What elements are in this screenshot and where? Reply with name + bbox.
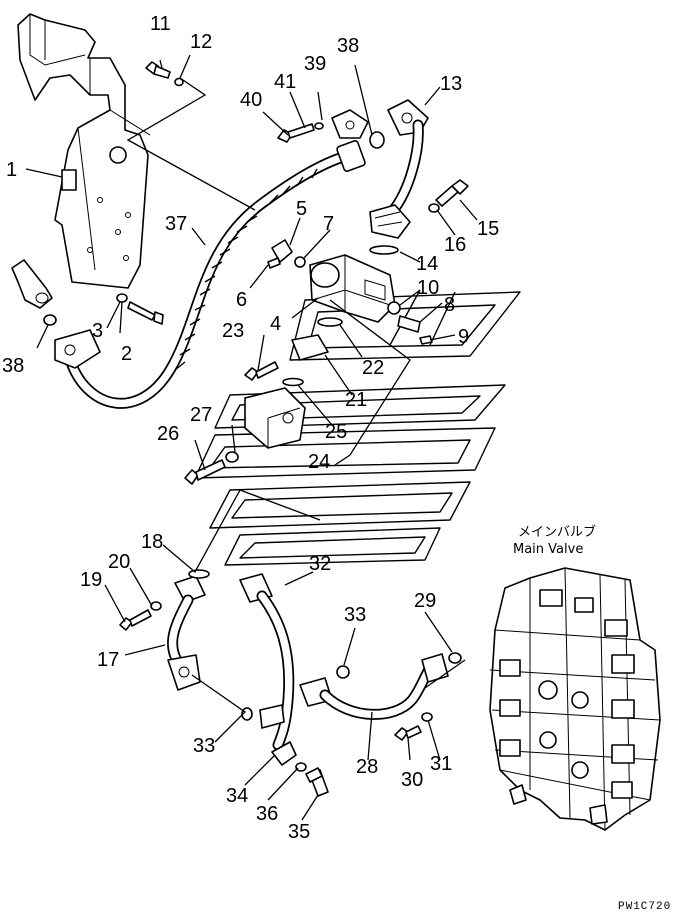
oring-part-25	[282, 377, 304, 387]
washer-part-20	[150, 601, 162, 611]
bolt-part-15	[435, 179, 469, 207]
bolt-part-35	[305, 767, 329, 797]
callout-28: 28	[356, 756, 378, 778]
hose-part-32	[239, 573, 295, 751]
pipe-part-17	[167, 575, 206, 691]
plug-part-7	[294, 256, 306, 268]
oring-part-38-left	[43, 314, 57, 326]
callout-23: 23	[222, 320, 244, 342]
callout-5: 5	[296, 198, 307, 220]
callout-33-lower: 33	[193, 735, 215, 757]
oring-part-6	[267, 257, 281, 269]
washer-part-36	[295, 762, 307, 772]
flange-part-21	[291, 334, 329, 361]
callout-27: 27	[190, 404, 212, 426]
callout-37: 37	[165, 213, 187, 235]
callout-6: 6	[236, 289, 247, 311]
callout-21: 21	[345, 389, 367, 411]
callout-36: 36	[256, 803, 278, 825]
oring-part-29	[448, 652, 462, 664]
valve-part-4	[309, 254, 396, 323]
callout-3: 3	[92, 320, 103, 342]
oring-part-9	[419, 335, 433, 345]
block-part-24	[244, 387, 306, 449]
oring-part-18	[188, 569, 210, 579]
hose-part-37	[54, 140, 366, 409]
main-valve-label-jp: メインバルブ	[518, 524, 596, 540]
main-valve-label-en: Main Valve	[513, 542, 583, 557]
fitting-part-8	[397, 315, 421, 333]
callout-7: 7	[323, 213, 334, 235]
washer-part-41	[314, 122, 324, 130]
bolt-part-23	[244, 361, 279, 381]
washer-part-3	[116, 293, 128, 303]
bolt-part-11	[145, 61, 171, 79]
bolt-part-2	[127, 301, 164, 325]
callout-40: 40	[240, 89, 262, 111]
callout-25: 25	[325, 421, 347, 443]
oring-part-22	[317, 317, 343, 327]
bolt-part-40	[277, 123, 315, 143]
main-valve-assembly	[489, 567, 661, 831]
callout-32: 32	[309, 553, 331, 575]
callout-8: 8	[444, 294, 455, 316]
callout-33-upper: 33	[344, 604, 366, 626]
clamp-part-34	[271, 741, 297, 766]
callout-11: 11	[150, 13, 171, 35]
bolt-part-30	[394, 725, 422, 741]
fitting-part-5	[271, 239, 293, 263]
callout-22: 22	[362, 357, 384, 379]
plug-part-10	[387, 301, 401, 315]
callout-9: 9	[458, 326, 469, 348]
oring-part-33-mid	[336, 665, 350, 679]
callout-35: 35	[288, 821, 310, 843]
callout-41: 41	[274, 71, 296, 93]
hose-part-28	[299, 653, 449, 720]
callout-12: 12	[190, 31, 212, 53]
washer-part-16	[428, 203, 440, 213]
callout-14: 14	[416, 253, 438, 275]
bolt-part-26	[184, 459, 226, 485]
callout-26: 26	[157, 423, 179, 445]
callout-38-left: 38	[2, 355, 24, 377]
pipe-part-13	[369, 99, 429, 239]
fitting-part-38-left	[11, 259, 53, 309]
callout-19: 19	[80, 569, 102, 591]
callout-29: 29	[414, 590, 436, 612]
washer-part-12	[174, 77, 184, 87]
callout-30: 30	[401, 769, 423, 791]
washer-part-27	[225, 451, 239, 463]
callout-39: 39	[304, 53, 326, 75]
callout-16: 16	[444, 234, 466, 256]
callout-34: 34	[226, 785, 248, 807]
callout-2: 2	[121, 343, 132, 365]
oring-part-38-top	[369, 131, 385, 149]
clamp-part-39	[331, 109, 369, 139]
drawing-code: PW1C720	[618, 901, 671, 913]
callout-4: 4	[270, 313, 281, 335]
watermark-logo	[194, 289, 521, 566]
callout-1: 1	[6, 159, 17, 181]
washer-part-31	[421, 712, 433, 722]
callout-17: 17	[97, 649, 119, 671]
callout-10: 10	[417, 277, 439, 299]
callout-18: 18	[141, 531, 163, 553]
callout-31: 31	[430, 753, 452, 775]
bracket-part-1	[17, 13, 151, 289]
callout-15: 15	[477, 218, 499, 240]
callout-13: 13	[440, 73, 462, 95]
callout-24: 24	[308, 451, 330, 473]
leader-lines	[25, 54, 478, 821]
callout-labels: 1 2 3 4 5 6 7 8 9 10 11 12 13 14 15 16 1…	[2, 13, 499, 843]
callout-38-top: 38	[337, 35, 359, 57]
callout-20: 20	[108, 551, 130, 573]
oring-part-14	[369, 245, 399, 255]
